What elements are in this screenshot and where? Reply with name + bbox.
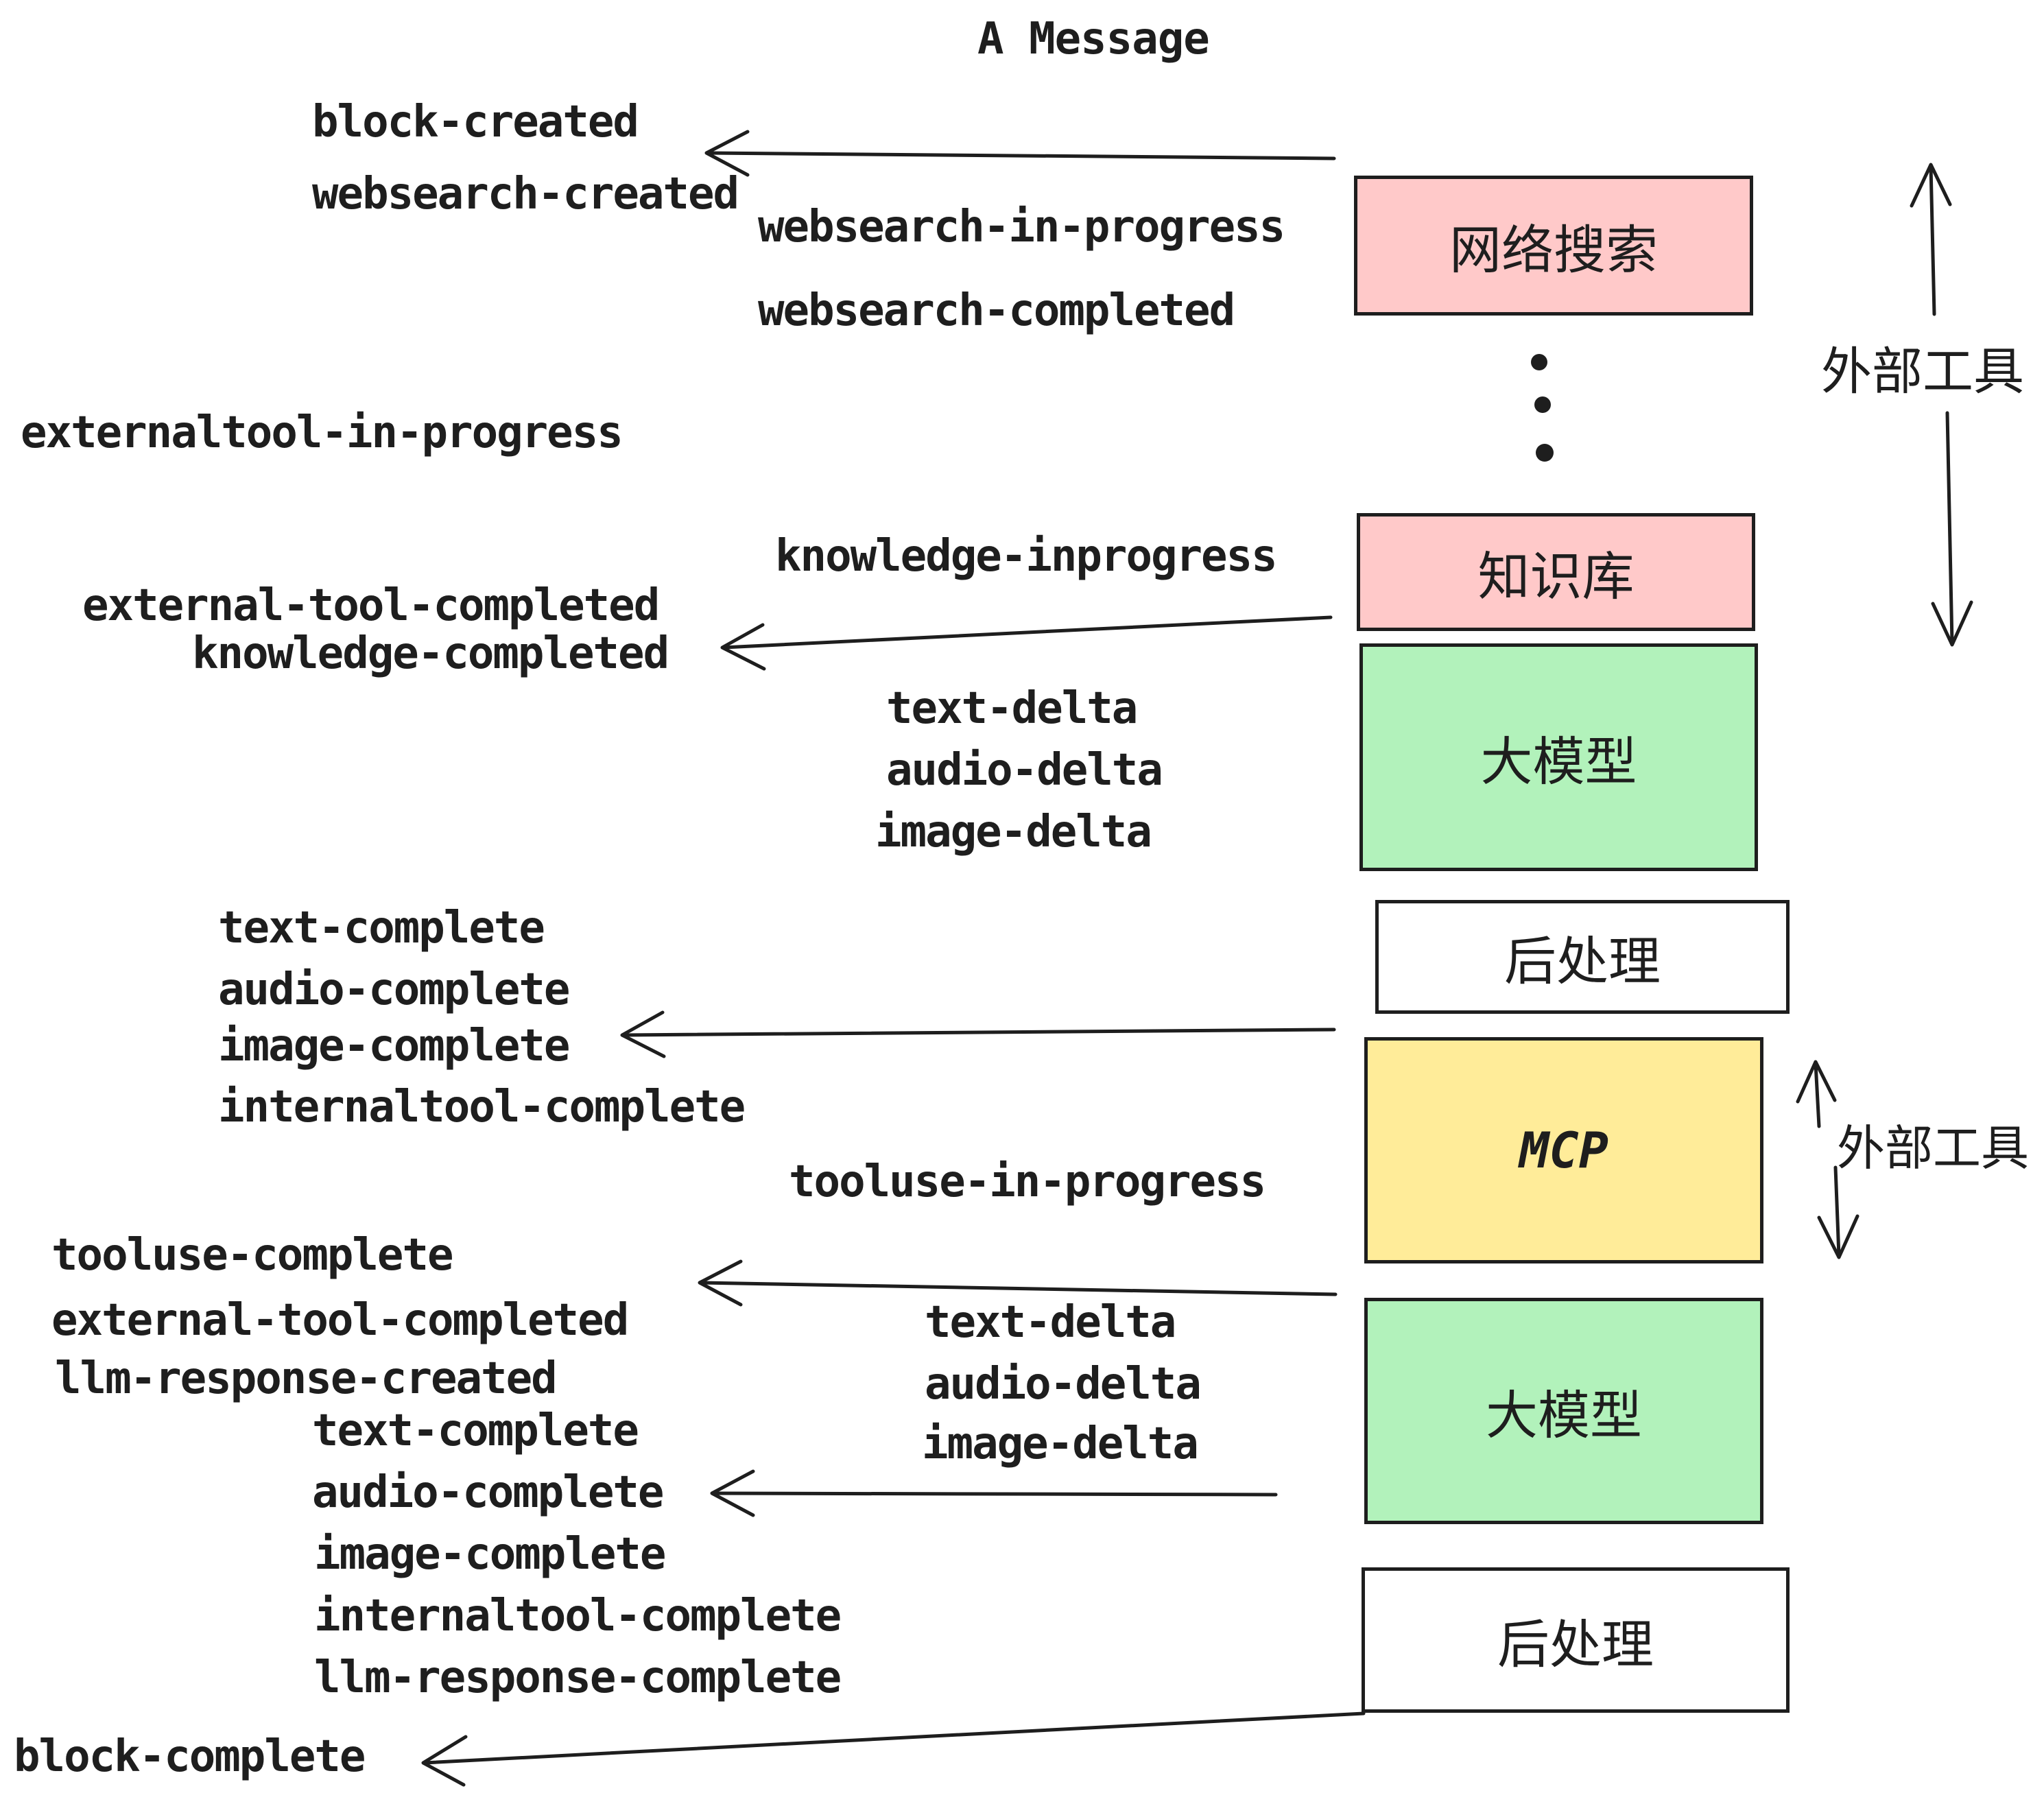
arrow-llm2-to-audio-complete	[710, 1469, 1278, 1517]
arrow-postprocess2-to-block-complete	[421, 1711, 1366, 1787]
event-text-complete-2: text-complete	[312, 1405, 639, 1456]
diagram-title: A Message	[977, 14, 1210, 64]
event-external-tool-completed-2: external-tool-completed	[51, 1295, 629, 1346]
event-image-complete-1: image-complete	[218, 1021, 570, 1071]
event-image-delta-2: image-delta	[922, 1419, 1199, 1469]
box-llm-1-label: 大模型	[1480, 731, 1637, 792]
box-llm-2: 大模型	[1364, 1298, 1763, 1524]
event-llm-response-created: llm-response-created	[55, 1353, 558, 1404]
event-external-tool-completed-1: external-tool-completed	[82, 580, 660, 631]
event-knowledge-inprogress: knowledge-inprogress	[775, 531, 1278, 582]
event-audio-delta-2: audio-delta	[925, 1359, 1202, 1410]
event-llm-response-complete: llm-response-complete	[314, 1652, 842, 1703]
event-image-complete-2: image-complete	[314, 1529, 666, 1580]
external-tools-label-2: 外部工具	[1837, 1120, 2029, 1176]
event-internaltool-complete-1: internaltool-complete	[218, 1082, 746, 1132]
external-tools-label-1: 外部工具	[1821, 342, 2024, 401]
event-websearch-completed: websearch-completed	[758, 285, 1235, 336]
box-postprocess-2: 后处理	[1362, 1567, 1790, 1713]
box-postprocess-1: 后处理	[1375, 900, 1790, 1014]
arrow-websearch-to-created-events	[704, 130, 1336, 177]
event-text-delta-2: text-delta	[925, 1297, 1176, 1348]
event-tooluse-in-progress: tooluse-in-progress	[789, 1156, 1266, 1207]
arrow-mcp-to-tooluse-complete	[698, 1259, 1338, 1307]
external-tools-down-arrow-2	[1817, 1165, 1859, 1259]
box-llm-2-label: 大模型	[1486, 1385, 1642, 1446]
arrow-knowledge-to-completed-events	[720, 615, 1333, 671]
event-internaltool-complete-2: internaltool-complete	[314, 1591, 842, 1641]
box-knowledge-label: 知识库	[1477, 546, 1635, 607]
ellipsis-dots	[1531, 354, 1554, 462]
event-block-complete: block-complete	[14, 1731, 366, 1782]
external-tools-up-arrow-1	[1910, 163, 1952, 316]
box-knowledge: 知识库	[1357, 513, 1755, 631]
event-text-complete-1: text-complete	[218, 903, 545, 953]
box-mcp: MCP	[1364, 1037, 1763, 1263]
arrow-llm1-to-complete-events	[620, 1010, 1336, 1058]
event-image-delta-1: image-delta	[875, 807, 1152, 857]
box-llm-1: 大模型	[1359, 643, 1758, 871]
box-postprocess-2-label: 后处理	[1497, 1614, 1654, 1675]
event-externaltool-in-progress: externaltool-in-progress	[21, 407, 623, 458]
box-websearch-label: 网络搜索	[1449, 219, 1658, 281]
box-mcp-label: MCP	[1519, 1121, 1609, 1179]
event-text-delta-1: text-delta	[886, 683, 1138, 734]
box-postprocess-1-label: 后处理	[1504, 931, 1661, 992]
event-audio-delta-1: audio-delta	[886, 745, 1163, 796]
event-tooluse-complete: tooluse-complete	[51, 1230, 453, 1281]
external-tools-up-arrow-2	[1796, 1060, 1837, 1128]
box-websearch: 网络搜索	[1354, 176, 1753, 316]
event-audio-complete-1: audio-complete	[218, 964, 570, 1015]
event-websearch-created: websearch-created	[312, 169, 739, 219]
external-tools-down-arrow-1	[1931, 411, 1973, 647]
event-knowledge-completed: knowledge-completed	[192, 628, 669, 679]
event-block-created: block-created	[312, 97, 639, 147]
event-websearch-in-progress: websearch-in-progress	[758, 202, 1285, 252]
event-audio-complete-2: audio-complete	[312, 1467, 664, 1518]
